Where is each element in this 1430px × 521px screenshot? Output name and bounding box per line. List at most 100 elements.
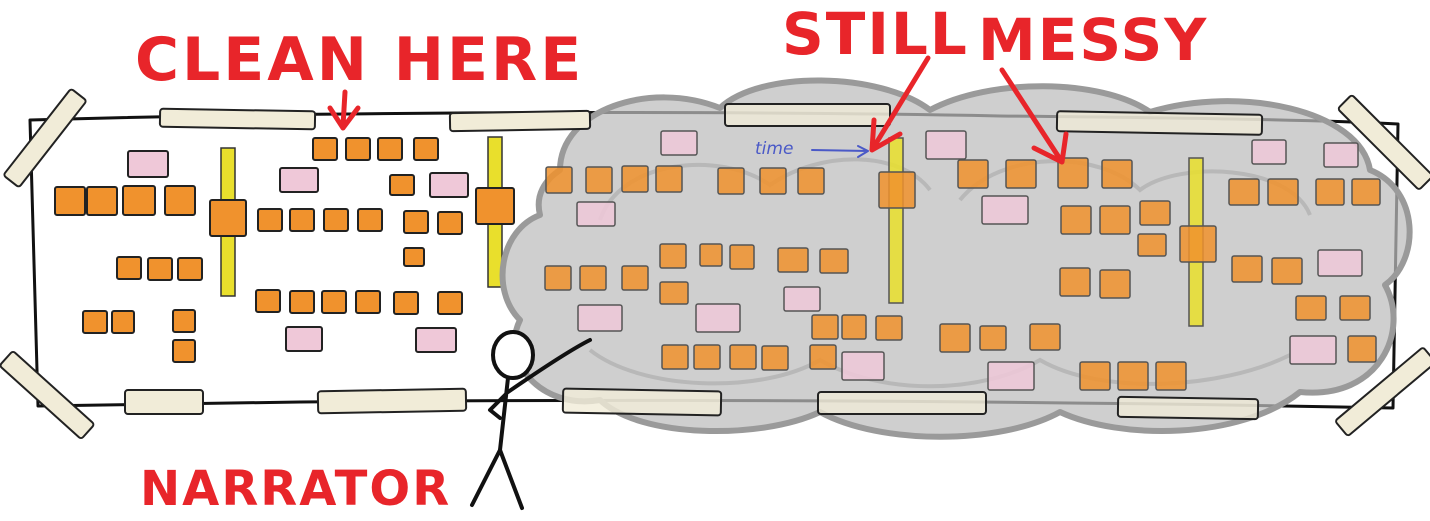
- orange-sticky-note: [1029, 323, 1061, 351]
- orange-sticky-note: [659, 281, 689, 305]
- tape-strip: [448, 109, 592, 133]
- orange-sticky-note: [1231, 255, 1263, 283]
- orange-sticky-note: [437, 211, 463, 235]
- pink-sticky-note: [1317, 249, 1363, 277]
- orange-sticky-note: [1005, 159, 1037, 189]
- tape-strip: [316, 387, 468, 415]
- narrator-body: [498, 376, 510, 452]
- orange-sticky-note: [809, 344, 837, 370]
- orange-sticky-note: [1271, 257, 1303, 285]
- orange-sticky-note: [1059, 267, 1091, 297]
- orange-sticky-note: [116, 256, 142, 280]
- orange-sticky-note: [661, 344, 689, 370]
- messy-arrow: [999, 67, 1069, 165]
- pink-sticky-note: [925, 130, 967, 160]
- orange-sticky-note: [1117, 361, 1149, 391]
- orange-sticky-note: [761, 345, 789, 371]
- orange-sticky-note: [355, 290, 381, 314]
- orange-sticky-note: [177, 257, 203, 281]
- pink-sticky-note: [1251, 139, 1287, 165]
- orange-sticky-note: [979, 325, 1007, 351]
- orange-sticky-note: [729, 244, 755, 270]
- orange-sticky-note: [777, 247, 809, 273]
- narrator-label: NARRATOR: [140, 461, 451, 517]
- orange-sticky-note: [544, 265, 572, 291]
- orange-sticky-note: [717, 167, 745, 195]
- orange-sticky-note: [1101, 159, 1133, 189]
- orange-sticky-note: [1347, 335, 1377, 363]
- tape-strip: [1116, 395, 1260, 421]
- orange-sticky-note: [289, 290, 315, 314]
- orange-sticky-note: [579, 265, 607, 291]
- orange-sticky-note: [585, 166, 613, 194]
- still-arrow: [869, 55, 931, 153]
- pink-sticky-note: [415, 327, 457, 353]
- orange-sticky-note: [811, 314, 839, 340]
- pink-sticky-note: [279, 167, 319, 193]
- pink-sticky-note: [695, 303, 741, 333]
- orange-sticky-note: [172, 309, 196, 333]
- orange-sticky-note: [1057, 157, 1089, 189]
- orange-sticky-note: [403, 247, 425, 267]
- pink-sticky-note: [660, 130, 698, 156]
- orange-sticky-note: [393, 291, 419, 315]
- time-label: time: [755, 139, 793, 159]
- narrator-pointing-arm: [506, 338, 592, 394]
- orange-sticky-note: [1228, 178, 1260, 206]
- orange-sticky-note: [1099, 269, 1131, 299]
- pink-sticky-note: [576, 201, 616, 227]
- messy-label: MESSY: [978, 6, 1208, 74]
- orange-sticky-note: [621, 165, 649, 193]
- orange-sticky-note: [389, 174, 415, 196]
- orange-sticky-note: [323, 208, 349, 232]
- orange-sticky-note: [939, 323, 971, 353]
- orange-sticky-note: [729, 344, 757, 370]
- orange-sticky-note: [545, 166, 573, 194]
- pink-sticky-note: [841, 351, 885, 381]
- pink-sticky-note: [981, 195, 1029, 225]
- orange-sticky-note: [164, 185, 196, 216]
- narrator-other-arm: [488, 393, 507, 420]
- corner-tape: [1337, 94, 1430, 190]
- annotations: CLEAN HERE STILL MESSY time NARRATOR: [135, 0, 1208, 517]
- orange-sticky-note: [1339, 295, 1371, 321]
- pink-sticky-note: [1289, 335, 1337, 365]
- narrator-head: [491, 330, 535, 380]
- orange-sticky-note: [321, 290, 347, 314]
- masking-tape: [0, 88, 1430, 439]
- tape-strip: [124, 389, 204, 415]
- orange-sticky-note: [403, 210, 429, 234]
- orange-sticky-note: [1139, 200, 1171, 226]
- narrator-legs: [470, 448, 524, 510]
- orange-sticky-note: [655, 165, 683, 193]
- orange-sticky-note: [1179, 225, 1217, 263]
- orange-sticky-note: [693, 344, 721, 370]
- pink-sticky-note: [429, 172, 469, 198]
- orange-sticky-note: [878, 171, 916, 209]
- orange-sticky-note: [54, 186, 86, 216]
- pink-sticky-note: [285, 326, 323, 352]
- pink-sticky-note: [987, 361, 1035, 391]
- orange-sticky-note: [659, 243, 687, 269]
- orange-sticky-note: [841, 314, 867, 340]
- orange-sticky-note: [209, 199, 247, 237]
- orange-sticky-note: [1295, 295, 1327, 321]
- orange-sticky-note: [345, 137, 371, 161]
- orange-sticky-note: [413, 137, 439, 161]
- orange-sticky-note: [1137, 233, 1167, 257]
- time-arrow: [811, 145, 869, 158]
- tape-strip: [561, 387, 723, 417]
- orange-sticky-note: [122, 185, 156, 216]
- orange-sticky-note: [357, 208, 383, 232]
- narrator-stick-figure: [470, 330, 592, 510]
- corner-tape: [3, 88, 87, 188]
- orange-sticky-note: [875, 315, 903, 341]
- tape-strip: [158, 107, 317, 131]
- orange-sticky-note: [437, 291, 463, 315]
- tape-strip: [817, 391, 987, 415]
- orange-sticky-note: [699, 243, 723, 267]
- orange-sticky-note: [1060, 205, 1092, 235]
- orange-sticky-note: [172, 339, 196, 363]
- orange-sticky-note: [257, 208, 283, 232]
- pink-sticky-note: [783, 286, 821, 312]
